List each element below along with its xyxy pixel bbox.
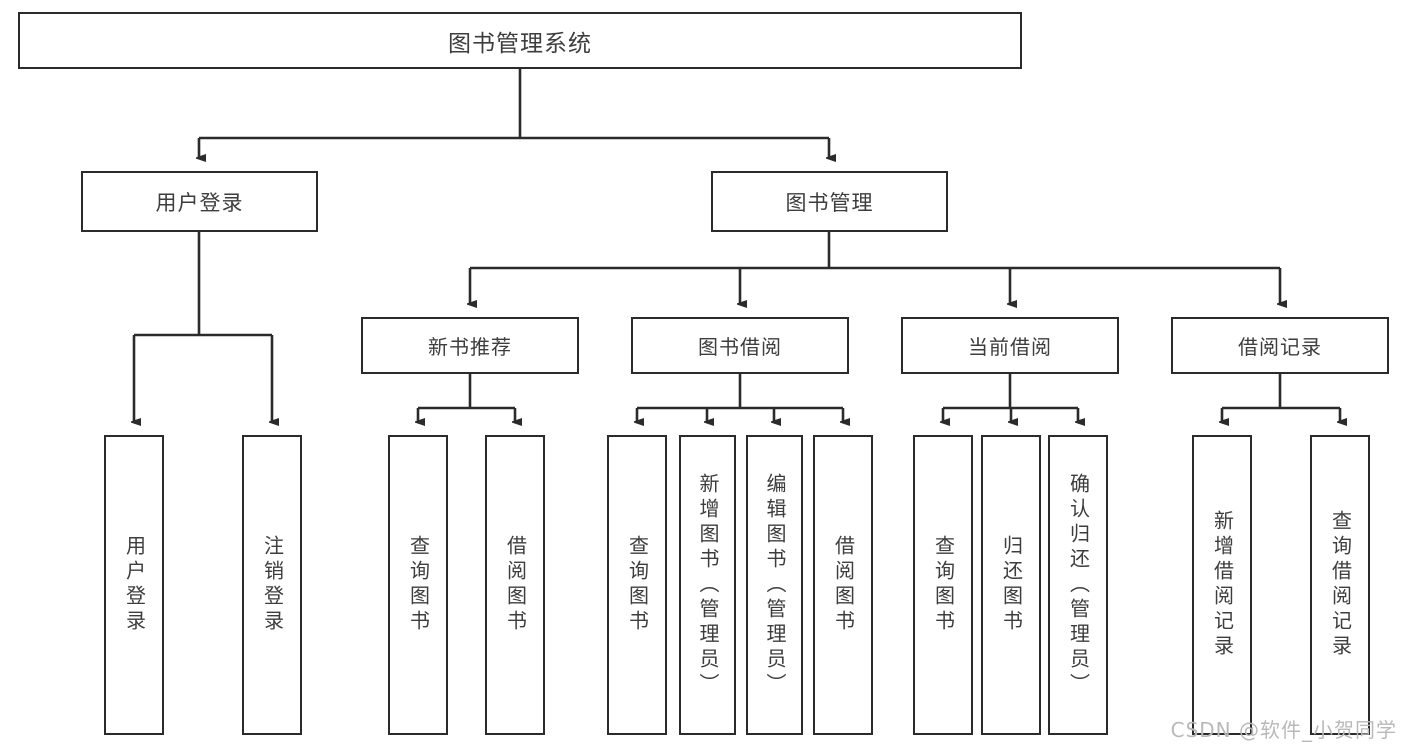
node-leaf-borrow-book-2-label: 借阅图书	[831, 535, 856, 635]
watermark-text: CSDN @软件_小贺同学	[1170, 718, 1397, 742]
node-leaf-query-book-1[interactable]: 查询图书	[388, 435, 448, 735]
node-new-book-recommend-label: 新书推荐	[428, 335, 512, 359]
node-leaf-logout[interactable]: 注销登录	[242, 435, 302, 735]
node-leaf-query-book-1-label: 查询图书	[406, 535, 431, 635]
node-user-login[interactable]: 用户登录	[81, 171, 318, 232]
node-leaf-confirm-return[interactable]: 确认归还（管理员）	[1048, 435, 1108, 735]
node-leaf-add-record[interactable]: 新增借阅记录	[1192, 435, 1252, 735]
node-leaf-add-record-label: 新增借阅记录	[1210, 510, 1235, 660]
node-leaf-query-record[interactable]: 查询借阅记录	[1310, 435, 1370, 735]
node-leaf-add-book[interactable]: 新增图书（管理员）	[679, 435, 736, 735]
node-current-borrow[interactable]: 当前借阅	[901, 317, 1119, 374]
node-leaf-borrow-book-1-label: 借阅图书	[503, 535, 528, 635]
node-book-manage-label: 图书管理	[785, 190, 874, 215]
node-leaf-edit-book-label: 编辑图书（管理员）	[763, 472, 787, 698]
node-leaf-logout-label: 注销登录	[260, 535, 285, 635]
node-borrow-record-label: 借阅记录	[1238, 335, 1322, 359]
node-leaf-return-book-label: 归还图书	[999, 535, 1024, 635]
node-leaf-add-book-label: 新增图书（管理员）	[696, 472, 720, 698]
node-user-login-label: 用户登录	[155, 190, 244, 215]
node-borrow-record[interactable]: 借阅记录	[1171, 317, 1389, 374]
node-leaf-query-book-3-label: 查询图书	[931, 535, 956, 635]
node-root[interactable]: 图书管理系统	[18, 12, 1022, 69]
node-leaf-query-book-2-label: 查询图书	[625, 535, 650, 635]
node-book-manage[interactable]: 图书管理	[711, 171, 948, 232]
node-new-book-recommend[interactable]: 新书推荐	[361, 317, 579, 374]
node-current-borrow-label: 当前借阅	[968, 335, 1052, 359]
node-leaf-edit-book[interactable]: 编辑图书（管理员）	[746, 435, 803, 735]
node-leaf-query-book-2[interactable]: 查询图书	[607, 435, 667, 735]
node-leaf-query-book-3[interactable]: 查询图书	[913, 435, 973, 735]
node-leaf-borrow-book-2[interactable]: 借阅图书	[813, 435, 873, 735]
node-book-borrow-label: 图书借阅	[698, 335, 782, 359]
node-leaf-borrow-book-1[interactable]: 借阅图书	[485, 435, 545, 735]
node-leaf-return-book[interactable]: 归还图书	[981, 435, 1041, 735]
node-leaf-confirm-return-label: 确认归还（管理员）	[1066, 472, 1091, 698]
node-leaf-user-login[interactable]: 用户登录	[104, 435, 164, 735]
node-leaf-user-login-label: 用户登录	[122, 535, 147, 635]
node-book-borrow[interactable]: 图书借阅	[631, 317, 849, 374]
node-leaf-query-record-label: 查询借阅记录	[1328, 510, 1353, 660]
node-root-label: 图书管理系统	[448, 30, 592, 57]
